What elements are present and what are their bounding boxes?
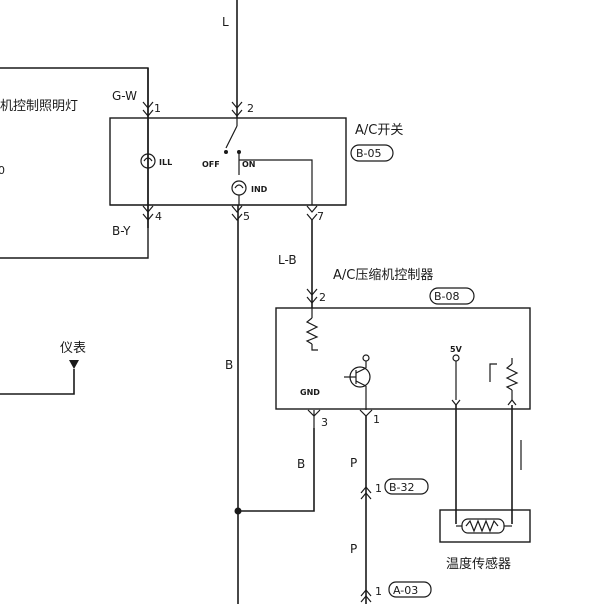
ac-switch-outline bbox=[109, 117, 347, 206]
controller-ref-box bbox=[429, 287, 475, 305]
illumination-connector-ref: 0 bbox=[0, 164, 5, 177]
input-resistor-lead-bottom bbox=[311, 344, 318, 351]
ac-switch-pin-4: 4 bbox=[155, 210, 162, 223]
wire-g-w-label: G-W bbox=[112, 89, 137, 103]
wire-p-lower-label: P bbox=[350, 542, 357, 556]
illumination-label: 机控制照明灯 bbox=[0, 99, 78, 114]
wire-b-y-label: B-Y bbox=[112, 224, 131, 238]
ind-lamp-filament-icon bbox=[234, 184, 244, 189]
a03-ref-box bbox=[388, 581, 432, 598]
switch-blade bbox=[225, 125, 238, 149]
controller-outline bbox=[275, 307, 531, 410]
ac-switch-title: A/C开关 bbox=[355, 123, 403, 138]
controller-pin-2: 2 bbox=[319, 291, 326, 304]
wire-b-ctrl-ground bbox=[238, 428, 315, 512]
connector-a03: 1 A-03 bbox=[360, 581, 432, 603]
a03-ref: A-03 bbox=[393, 584, 418, 597]
sensor-return-arrow-icon bbox=[507, 399, 517, 406]
b32-pin: 1 bbox=[375, 482, 382, 495]
b32-connector-icon bbox=[360, 486, 372, 500]
meter-block: 仪表 bbox=[0, 341, 86, 395]
ill-lamp-icon bbox=[140, 153, 156, 169]
wire-l-label: L bbox=[222, 15, 229, 29]
ind-lamp-icon bbox=[231, 180, 247, 196]
transistor-top-terminal bbox=[362, 354, 370, 362]
ac-switch-pin-2: 2 bbox=[247, 102, 254, 115]
ac-switch-ref-box bbox=[350, 144, 394, 162]
pin-2-connector-icon bbox=[231, 101, 243, 117]
ac-switch-pin-7: 7 bbox=[317, 210, 324, 223]
ill-lamp-filament-icon bbox=[143, 157, 153, 162]
pin-7-connector-icon bbox=[306, 205, 318, 221]
vref-terminal bbox=[452, 354, 460, 362]
thermistor-icon bbox=[465, 519, 499, 533]
a03-pin: 1 bbox=[375, 585, 382, 598]
meter-arrow-icon bbox=[69, 360, 79, 369]
switch-on-to-pin7 bbox=[239, 159, 313, 205]
pin-4-connector-icon bbox=[142, 205, 154, 221]
pin-1-connector-icon bbox=[142, 101, 154, 117]
controller-pin-2-connector-icon bbox=[306, 288, 318, 304]
a03-connector-icon bbox=[360, 589, 372, 603]
connector-b32: 1 B-32 bbox=[360, 478, 429, 500]
switch-contact-off bbox=[224, 150, 228, 154]
ill-lamp-label: ILL bbox=[159, 158, 172, 167]
controller-title: A/C压缩机控制器 bbox=[333, 267, 433, 283]
wire-b-main-label: B bbox=[225, 358, 233, 372]
sensor-outline bbox=[439, 509, 531, 543]
ind-lamp-label: IND bbox=[251, 185, 268, 194]
b32-ref: B-32 bbox=[389, 481, 415, 494]
controller-pin-1: 1 bbox=[373, 413, 380, 426]
transistor-collector bbox=[355, 367, 367, 374]
switch-on-label: ON bbox=[242, 160, 256, 169]
sensor-label: 温度传感器 bbox=[446, 556, 511, 572]
wire-l-b-label: L-B bbox=[278, 253, 297, 267]
b32-ref-box bbox=[384, 478, 429, 495]
wire-p-upper-label: P bbox=[350, 456, 357, 470]
ac-switch: A/C开关 B-05 L 2 OFF ON G-W 1 ILL 4 B-Y IN… bbox=[109, 0, 403, 238]
wire-b-ctrl-label: B bbox=[297, 457, 305, 471]
compressor-controller: A/C压缩机控制器 B-08 2 GND 3 1 5V bbox=[275, 267, 531, 429]
pin-5-connector-icon bbox=[231, 205, 243, 221]
temperature-sensor: 温度传感器 bbox=[439, 405, 531, 572]
ac-switch-pin-5: 5 bbox=[243, 210, 250, 223]
controller-pin-1-connector-icon bbox=[359, 409, 373, 417]
vref-arrow-icon bbox=[451, 399, 461, 406]
meter-label: 仪表 bbox=[60, 341, 86, 356]
ac-switch-ref: B-05 bbox=[356, 147, 382, 160]
controller-ref: B-08 bbox=[434, 290, 460, 303]
transistor-emitter bbox=[355, 380, 367, 387]
input-resistor-icon bbox=[305, 317, 319, 345]
switch-off-label: OFF bbox=[202, 160, 220, 169]
pullup-resistor-icon bbox=[505, 363, 519, 391]
controller-pin-3: 3 bbox=[321, 416, 328, 429]
controller-5v-label: 5V bbox=[450, 345, 463, 354]
pullup-lead bbox=[489, 363, 497, 382]
controller-gnd-label: GND bbox=[300, 388, 320, 397]
meter-wire bbox=[0, 369, 75, 395]
ac-switch-pin-1: 1 bbox=[154, 102, 161, 115]
